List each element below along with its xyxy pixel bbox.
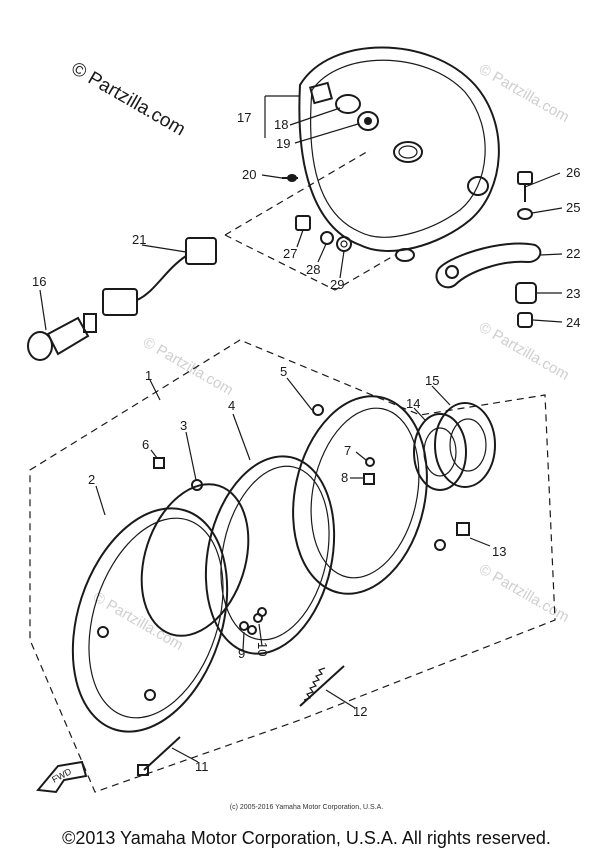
collar-24: [517, 312, 533, 328]
screw-13: [456, 522, 470, 536]
callout-17: 17: [237, 110, 251, 125]
screw-9: [239, 621, 249, 631]
screw-7: [365, 457, 375, 467]
callout-25: 25: [566, 200, 580, 215]
callout-18: 18: [274, 117, 288, 132]
nut-25: [517, 208, 533, 220]
callout-13: 13: [492, 544, 506, 559]
socket-assembly: [335, 94, 379, 131]
callout-4: 4: [228, 398, 235, 413]
screw-8: [363, 473, 375, 485]
callout-6: 6: [142, 437, 149, 452]
callout-24: 24: [566, 315, 580, 330]
upper-guide-line: [224, 149, 371, 236]
fwd-arrow-icon: FWD: [36, 760, 88, 794]
washer-29: [336, 236, 352, 252]
callout-26: 26: [566, 165, 580, 180]
callout-5: 5: [280, 364, 287, 379]
watermark-faint: © Partzilla.com: [476, 61, 572, 126]
callout-15: 15: [425, 373, 439, 388]
callout-12: 12: [353, 704, 367, 719]
callout-1: 1: [145, 368, 152, 383]
rim-2: [71, 507, 229, 733]
ring-3: [140, 479, 250, 637]
callout-11: 11: [195, 759, 209, 774]
watermark-faint: © Partzilla.com: [476, 561, 572, 626]
lens-unit-4: [204, 455, 336, 655]
upper-guide-line: [224, 234, 396, 291]
screw-11: [137, 736, 181, 776]
callout-19: 19: [276, 136, 290, 151]
callout-28: 28: [306, 262, 320, 277]
spring-12: [299, 665, 345, 707]
callout-29: 29: [330, 277, 344, 292]
callout-8: 8: [341, 470, 348, 485]
socket-14: [413, 413, 467, 491]
headlight-housing: [298, 46, 500, 262]
bolt-27: [295, 215, 311, 231]
wire-harness-21: [102, 237, 217, 316]
watermark-faint: © Partzilla.com: [90, 589, 186, 654]
screw-6: [153, 457, 165, 469]
damper-23: [515, 282, 537, 304]
lamp-15: [434, 402, 496, 488]
callout-21: 21: [132, 232, 146, 247]
callout-16: 16: [32, 274, 46, 289]
washer-28: [320, 231, 334, 245]
callout-14: 14: [406, 396, 420, 411]
callout-numbers: 1 2 3 4 5 6 7 8 9 10 11 12 13 14 15 16 1…: [32, 110, 580, 774]
callout-7: 7: [344, 443, 351, 458]
callout-10: 10: [255, 642, 270, 656]
small-copyright-notice: (c) 2005-2016 Yamaha Motor Corporation, …: [229, 804, 384, 811]
mounting-frame-5: [292, 395, 446, 595]
callout-20: 20: [242, 167, 256, 182]
assembly-boundary: [29, 339, 556, 793]
callout-23: 23: [566, 286, 580, 301]
watermark-faint: © Partzilla.com: [476, 319, 572, 384]
watermark-main: © Partzilla.com: [68, 58, 189, 140]
copyright-notice: ©2013 Yamaha Motor Corporation, U.S.A. A…: [62, 828, 551, 848]
bulb-16: [27, 313, 97, 361]
callout-9: 9: [238, 646, 245, 661]
callout-2: 2: [88, 472, 95, 487]
leader-lines: [39, 95, 563, 763]
callout-27: 27: [283, 246, 297, 261]
screw-10: [253, 613, 263, 623]
bolt-20: [282, 174, 298, 182]
bracket-22: [435, 242, 542, 289]
callout-22: 22: [566, 246, 580, 261]
callout-3: 3: [180, 418, 187, 433]
